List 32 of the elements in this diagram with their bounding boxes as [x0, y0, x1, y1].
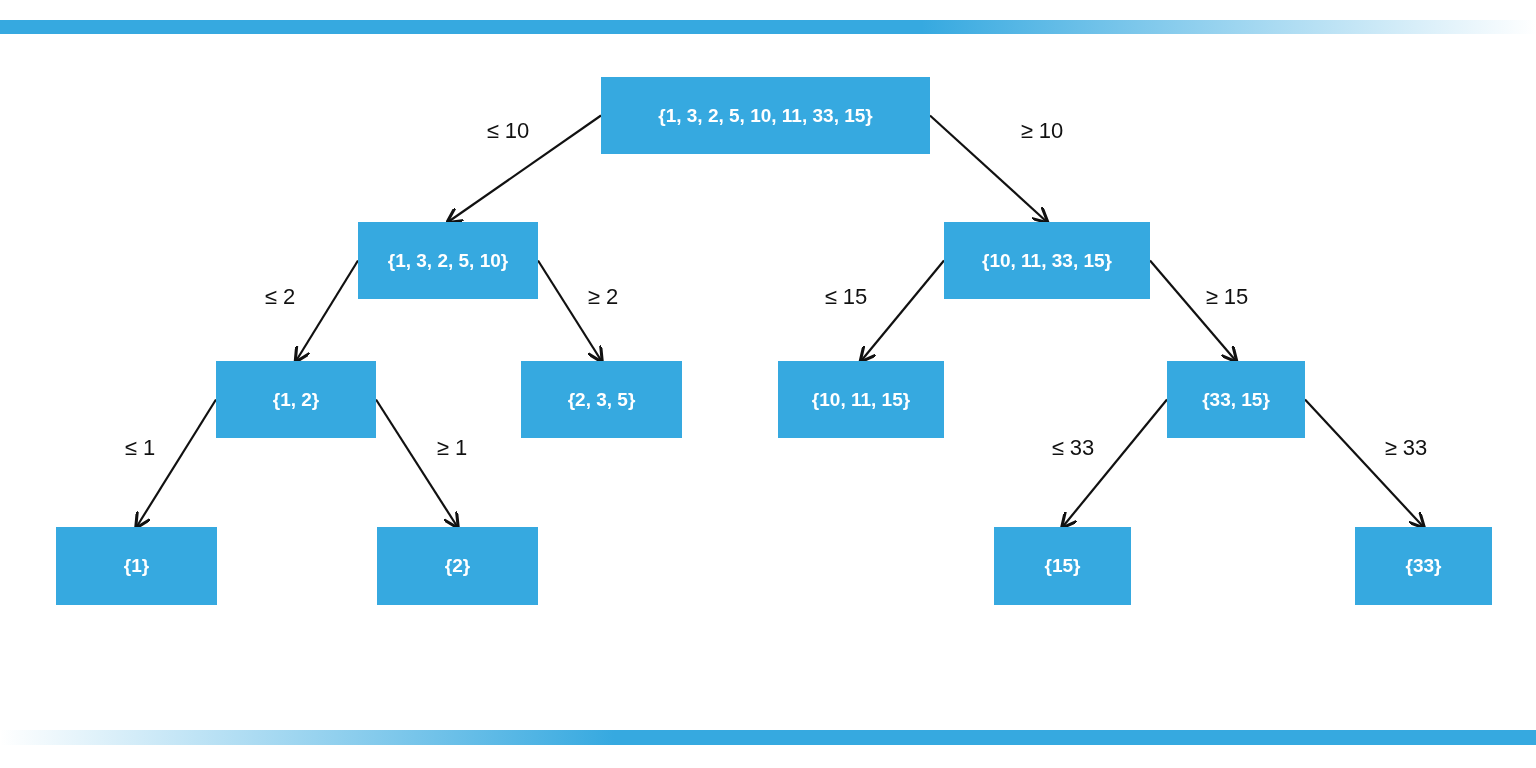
- arrow: [445, 114, 602, 225]
- arrow: [537, 259, 604, 364]
- set-box: [1167, 361, 1305, 438]
- set-label: {10, 11, 15}: [811, 388, 911, 411]
- set-box: [944, 222, 1150, 299]
- set-label: {1}: [123, 555, 150, 577]
- set-box: [56, 527, 217, 605]
- set-box: [778, 361, 944, 438]
- set-label: {1, 3, 2, 5, 10, 11, 33, 15}: [658, 104, 873, 127]
- set-box: [1355, 527, 1492, 605]
- arrow: [375, 398, 460, 530]
- arrow: [1304, 398, 1427, 530]
- set-label: {15}: [1044, 555, 1081, 577]
- arrow: [293, 259, 359, 364]
- set-label: {33}: [1405, 555, 1442, 577]
- set-label: {1, 2}: [272, 388, 320, 411]
- set-box: [358, 222, 538, 299]
- arrow: [134, 398, 217, 530]
- arrow: [929, 114, 1050, 225]
- set-label: {1, 3, 2, 5, 10}: [387, 249, 509, 272]
- arrow: [1060, 398, 1168, 530]
- set-label: {33, 15}: [1202, 388, 1270, 411]
- arrow: [858, 259, 945, 364]
- set-label: {2}: [444, 555, 471, 577]
- set-box: [216, 361, 376, 438]
- arrow: [1149, 259, 1239, 364]
- set-box: [377, 527, 538, 605]
- set-box: [994, 527, 1131, 605]
- set-label: {10, 11, 33, 15}: [982, 249, 1112, 272]
- set-label: {2, 3, 5}: [567, 388, 636, 411]
- set-box: [521, 361, 682, 438]
- set-box: [601, 77, 930, 154]
